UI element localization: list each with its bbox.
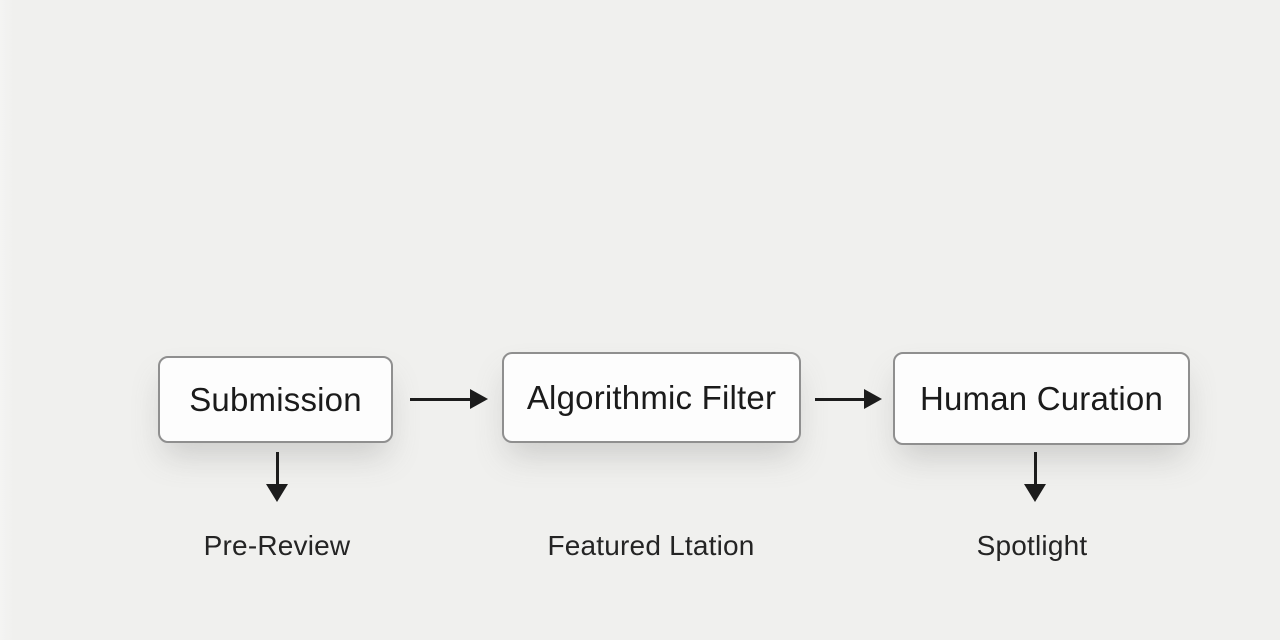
right-arrow-icon	[815, 398, 865, 401]
flow-node-label: Algorithmic Filter	[526, 378, 777, 416]
right-arrow-icon	[410, 398, 472, 401]
right-arrowhead-icon	[470, 389, 488, 409]
down-arrow-icon	[1034, 452, 1037, 485]
flow-sublabel-spotlight: Spotlight	[976, 530, 1088, 561]
flow-sublabel-pre-review: Pre-Review	[203, 530, 351, 561]
flow-node-label: Submission	[189, 380, 362, 418]
down-arrowhead-icon	[1024, 484, 1046, 502]
down-arrowhead-icon	[266, 484, 288, 502]
flow-sublabel-featured-ltation: Featured Ltation	[547, 530, 755, 561]
flow-node-label: Human Curation	[919, 379, 1164, 417]
flow-node-algorithmic-filter: Algorithmic Filter	[502, 352, 801, 443]
right-arrowhead-icon	[864, 389, 882, 409]
down-arrow-icon	[276, 452, 279, 485]
flow-node-human-curation: Human Curation	[893, 352, 1190, 445]
flow-node-submission: Submission	[158, 356, 393, 443]
